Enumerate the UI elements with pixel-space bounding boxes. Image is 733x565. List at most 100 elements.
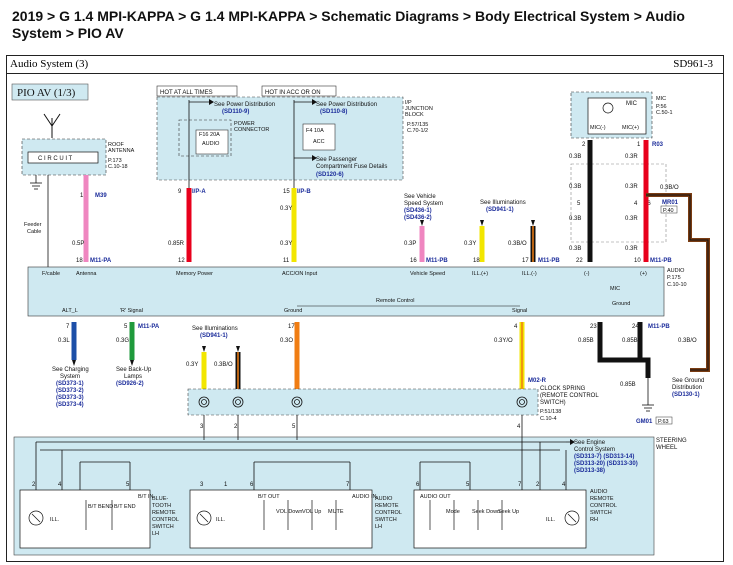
unit-label-memory: Memory Power	[176, 271, 213, 277]
sw-pin-5: 5	[126, 482, 130, 488]
mic-wire-3: 0.3B	[569, 184, 581, 190]
fuse-acc-box	[302, 123, 336, 151]
see-illum-bottom-2: (SD941-1)	[200, 333, 228, 339]
sw-pin-7: 7	[346, 482, 350, 488]
pio-title-box	[11, 83, 89, 101]
clock-spring-box	[187, 388, 539, 416]
sw-label-audio-out: AUDIO OUT	[420, 494, 451, 500]
see-engine-5: (SD313-38)	[574, 468, 605, 474]
see-vehicle-1: See Vehicle	[404, 194, 436, 200]
pin-m39-connector: M39	[95, 193, 107, 199]
sw-label-ill-2: ILL.	[216, 517, 226, 523]
unit-label-acc: ACC/ON Input	[282, 271, 318, 277]
section-title: Audio System (3)	[10, 58, 89, 70]
clock-spring-coils	[198, 396, 528, 408]
clock-pin-3: 3	[200, 424, 204, 430]
see-backup-2: Lamps	[124, 374, 142, 380]
unit-label-ground-2: Ground	[612, 301, 630, 307]
mic-label: MIC	[626, 101, 638, 107]
see-backup-3: (SD926-2)	[116, 381, 144, 387]
mr01-ref: P.40	[663, 208, 674, 214]
sw-label-bt-bend: B/T BEND	[88, 504, 113, 510]
switch-bt-box	[19, 489, 151, 549]
mic-wire-6: 0.3R	[625, 216, 638, 222]
mic-pin-4: 4	[634, 201, 638, 207]
see-ground-3: (SD130-1)	[672, 392, 700, 398]
unit-label-mic-plus: (+)	[640, 271, 647, 277]
lower-wire-085b-3: 0.85B	[620, 382, 636, 388]
unit-pin-18: 18	[76, 258, 83, 264]
steering-wheel-2: WHEEL	[656, 445, 678, 451]
sw-pin-5b: 5	[466, 482, 470, 488]
feeder-cable-1: Feeder	[24, 222, 42, 228]
see-illum-top-2: (SD941-1)	[486, 207, 514, 213]
unit-label-speed: Vehicle Speed	[410, 271, 445, 277]
sw-pin-4b: 4	[562, 482, 566, 488]
pin-ipa-number: 9	[178, 189, 182, 195]
mic-ref-2: C.50-1	[656, 110, 673, 116]
power-connector-1: POWER	[234, 121, 255, 127]
hot-at-all-times-box	[156, 85, 238, 97]
see-illum-bottom-1: See Illuminations	[192, 326, 238, 332]
clock-spring-ref-1: P.51/138	[540, 409, 561, 415]
sw-pin-3: 3	[200, 482, 204, 488]
clock-spring-2: (REMOTE CONTROL	[540, 393, 599, 399]
arrow-icon	[531, 220, 535, 226]
sw-pin-4: 4	[58, 482, 62, 488]
sw-arh-4: SWITCH	[590, 510, 612, 516]
wire-03y: 0.3Y	[280, 241, 292, 247]
unit-label-ground: Ground	[284, 308, 302, 314]
unit-conn-m11pb-3: M11-PB	[650, 258, 672, 264]
fuse-audio-rating: F16 20A	[199, 132, 220, 138]
header-divider	[6, 73, 724, 74]
sw-pin-6b: 6	[416, 482, 420, 488]
unit-pin-22: 22	[576, 258, 583, 264]
junction-wiring	[188, 100, 312, 188]
clock-pin-2: 2	[234, 424, 238, 430]
sw-alh-1: AUDIO	[375, 496, 393, 502]
see-power-dist-2: See Power Distribution	[316, 102, 377, 108]
arrow-icon	[312, 99, 317, 105]
hot-in-acc-box	[261, 85, 337, 97]
sw-label-mode: Mode	[446, 509, 460, 515]
unit-label-mic-minus: (-)	[584, 271, 590, 277]
see-power-dist-2-ref: (SD110-8)	[320, 109, 347, 115]
see-charging-6: (SD373-4)	[56, 402, 84, 408]
mic-plus: MIC(+)	[622, 125, 639, 131]
unit-pin-5: 5	[124, 324, 128, 330]
sw-label-bt-end: B/T END	[114, 504, 136, 510]
gm01-connector: GM01	[636, 419, 653, 425]
arrow-icon	[130, 360, 134, 366]
lower-wire-03g: 0.3G	[116, 338, 129, 344]
sw-arh-2: REMOTE	[590, 496, 614, 502]
sw-label-seek-up: Seek Up	[498, 509, 519, 515]
sw-label-bt-out: B/T OUT	[258, 494, 280, 500]
circuit-box	[27, 151, 99, 164]
sw-label-audio-in: AUDIO IN	[352, 494, 376, 500]
mic-connector: R03	[652, 142, 664, 148]
unit-conn-m11pb-4: M11-PB	[648, 324, 670, 330]
mic-title: MIC	[656, 96, 666, 102]
mic-pin-1: 1	[637, 142, 641, 148]
sw-pin-2b: 2	[536, 482, 540, 488]
sw-alh-4: SWITCH	[375, 517, 397, 523]
unit-pin-17: 17	[522, 258, 529, 264]
lower-wire-03yo: 0.3Y/O	[494, 338, 513, 344]
roof-antenna-ref-1: P.173	[108, 158, 122, 164]
mic-wire-1: 0.3B	[569, 154, 581, 160]
unit-label-mic: MIC	[610, 286, 620, 292]
sw-bt-3: REMOTE	[152, 510, 176, 516]
mic-ref-1: P.56	[656, 104, 667, 110]
hot-at-all-times: HOT AT ALL TIMES	[160, 90, 213, 96]
see-charging-5: (SD373-3)	[56, 395, 84, 401]
arrow-icon	[236, 346, 240, 352]
see-charging-1: See Charging	[52, 367, 89, 373]
switch-audio-lh-box	[189, 489, 373, 549]
pin-ipb-number: 15	[283, 189, 290, 195]
lamp-icon	[28, 510, 580, 526]
pin-ipa-connector: I/P-A	[192, 189, 206, 195]
ground-icon	[30, 175, 42, 190]
see-backup-1: See Back-Up	[116, 367, 152, 373]
circuit-label: C I R C U I T	[38, 156, 73, 162]
